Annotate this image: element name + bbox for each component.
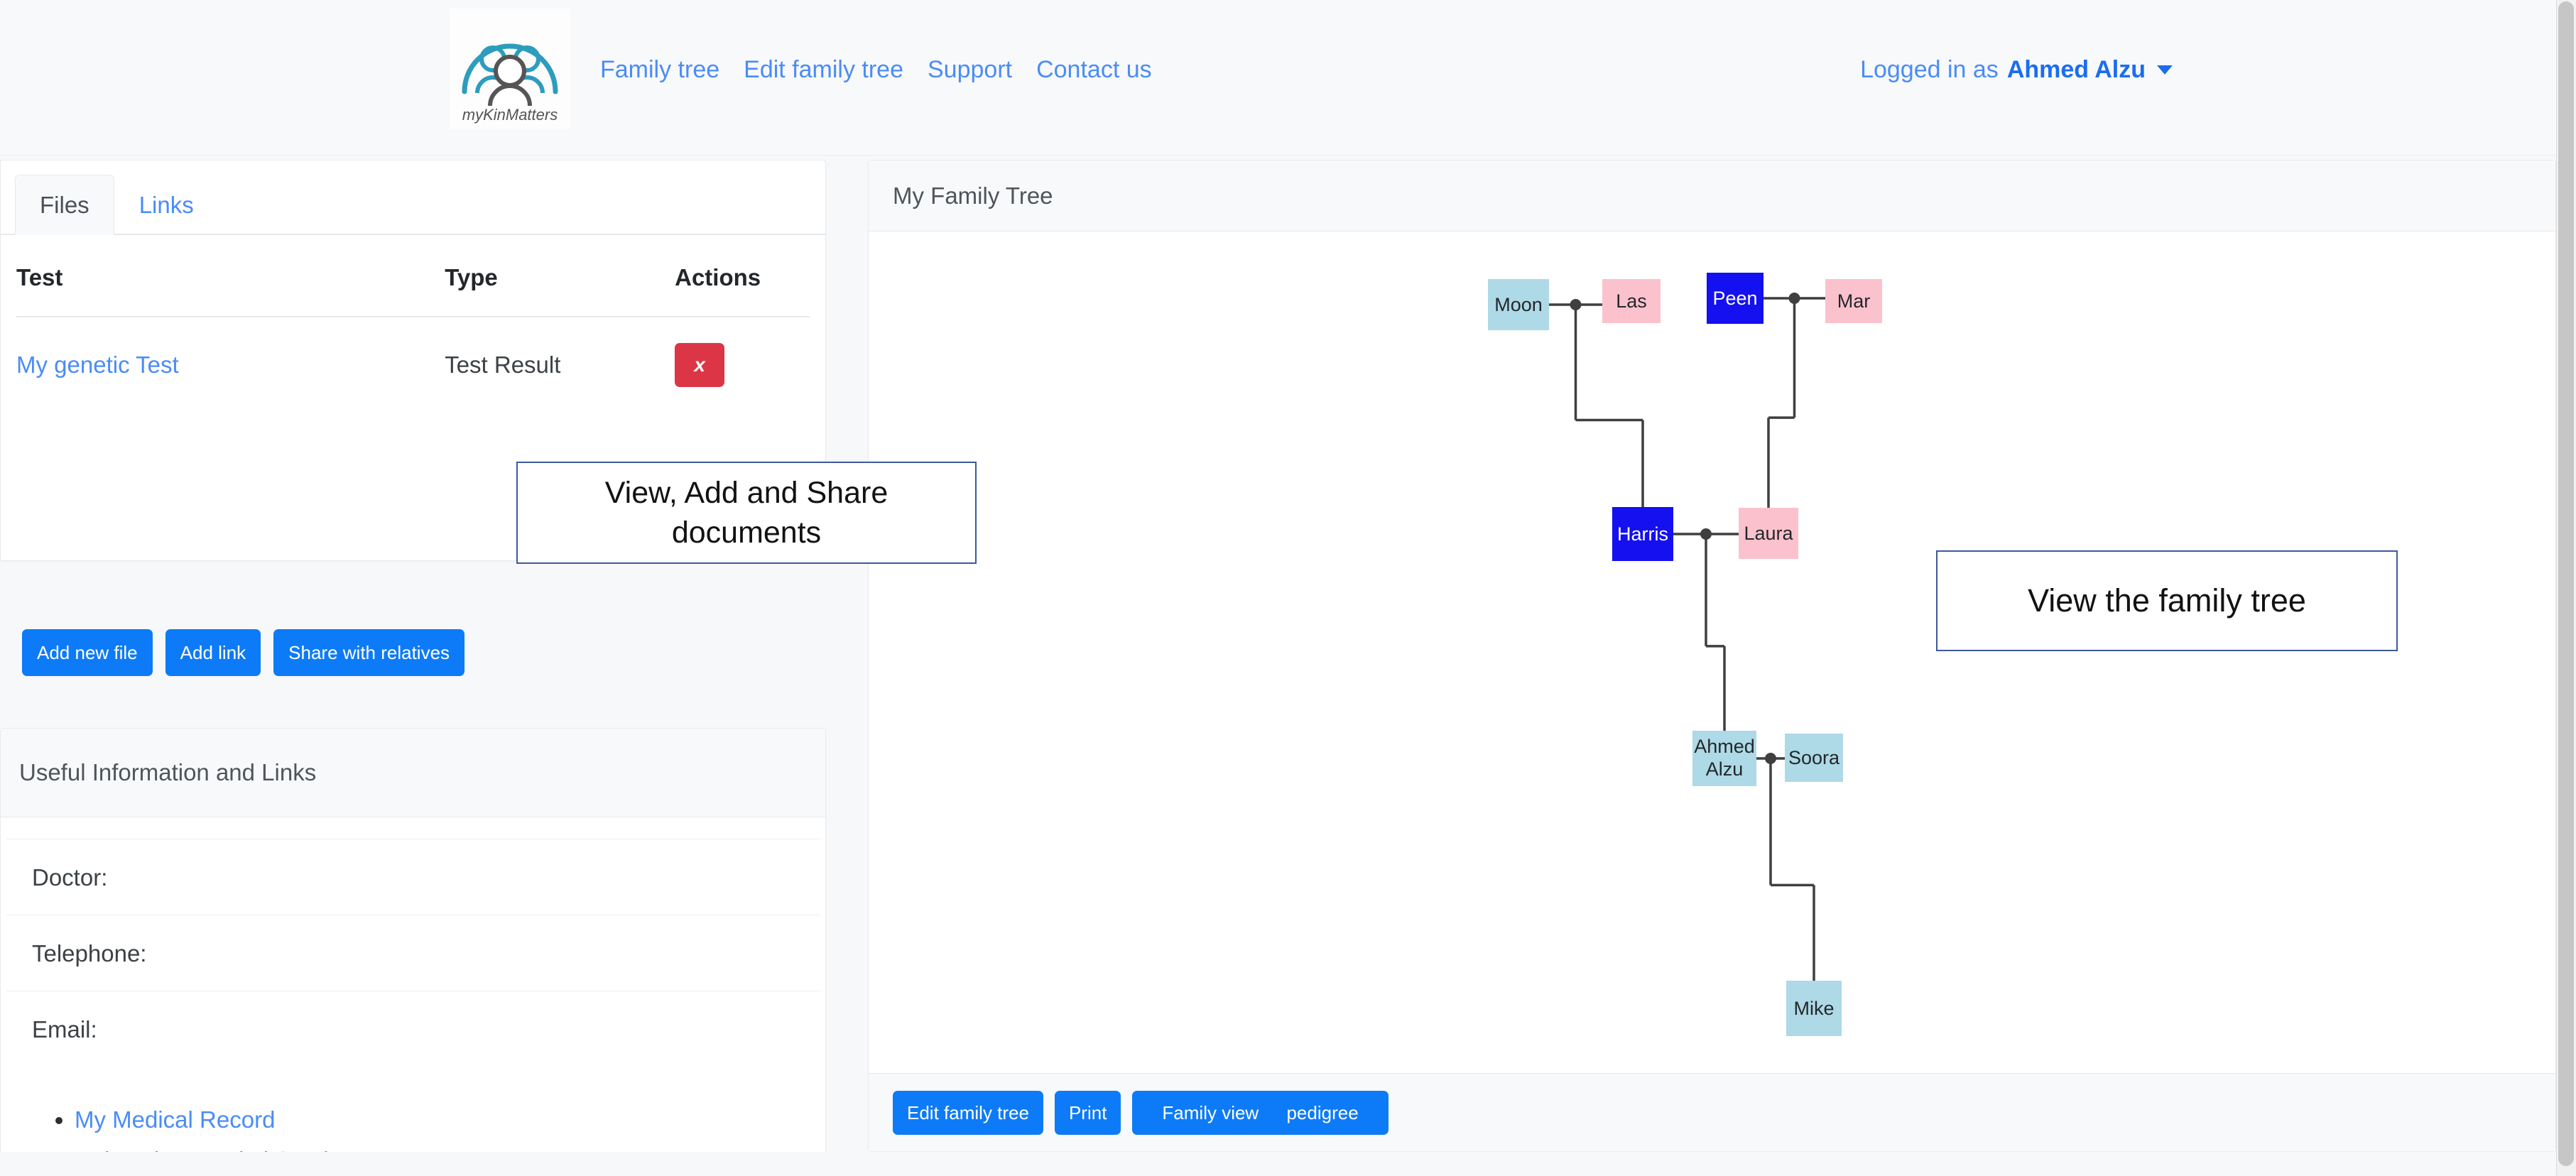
logged-in-label: Logged in as bbox=[1860, 56, 1999, 83]
table-row: My genetic Test Test Result x bbox=[16, 317, 810, 401]
tree-node-mike[interactable]: Mike bbox=[1786, 981, 1842, 1036]
field-telephone: Telephone: bbox=[6, 915, 820, 991]
tab-files[interactable]: Files bbox=[15, 175, 114, 235]
field-email: Email: bbox=[6, 991, 820, 1067]
add-new-file-button[interactable]: Add new file bbox=[22, 629, 153, 676]
tree-node-label: Las bbox=[1616, 290, 1647, 312]
view-mode-pedigree-label: pedigree bbox=[1286, 1101, 1359, 1123]
useful-information-body: Doctor: Telephone: Email: My Medical Rec… bbox=[1, 817, 825, 1176]
tree-node-mar[interactable]: Mar bbox=[1825, 279, 1882, 323]
field-doctor: Doctor: bbox=[6, 839, 820, 915]
tree-node-label: Mike bbox=[1793, 998, 1834, 1019]
delete-file-button[interactable]: x bbox=[675, 343, 725, 387]
useful-information-title: Useful Information and Links bbox=[1, 729, 825, 817]
files-table-header-row: Test Type Actions bbox=[16, 235, 810, 317]
brand-logo[interactable]: myKinMatters bbox=[450, 9, 570, 129]
account-menu[interactable]: Logged in as Ahmed Alzu bbox=[1860, 55, 2173, 84]
tree-node-las[interactable]: Las bbox=[1602, 279, 1661, 323]
family-tree-title: My Family Tree bbox=[869, 160, 2555, 232]
column-header-type: Type bbox=[445, 235, 675, 317]
tab-links[interactable]: Links bbox=[138, 192, 194, 218]
callout-documents: View, Add and Share documents bbox=[516, 462, 977, 564]
tree-node-peen[interactable]: Peen bbox=[1707, 273, 1763, 324]
files-action-buttons: Add new file Add link Share with relativ… bbox=[22, 629, 465, 676]
tree-node-box bbox=[1785, 734, 1843, 782]
column-header-actions: Actions bbox=[675, 235, 810, 317]
nav-item-edit-family-tree[interactable]: Edit family tree bbox=[744, 56, 903, 83]
view-mode-family-label: Family view bbox=[1162, 1101, 1259, 1123]
tree-node-soora[interactable]: Soora bbox=[1785, 734, 1843, 782]
nav-item-family-tree[interactable]: Family tree bbox=[600, 56, 720, 83]
top-navbar: myKinMatters Family tree Edit family tre… bbox=[0, 0, 2556, 156]
file-type-cell: Test Result bbox=[445, 352, 561, 378]
page-bottom-strip bbox=[0, 1152, 2556, 1176]
scrollbar-thumb[interactable] bbox=[2558, 1, 2574, 1166]
tree-node-laura[interactable]: Laura bbox=[1739, 508, 1798, 559]
tree-node-label: Moon bbox=[1494, 294, 1543, 315]
tree-node-box bbox=[1825, 279, 1882, 323]
files-table: Test Type Actions My genetic Test Test R… bbox=[16, 235, 810, 401]
tree-node-box bbox=[1739, 508, 1798, 559]
tree-node-label: Soora bbox=[1788, 747, 1840, 768]
tree-node-moon[interactable]: Moon bbox=[1488, 279, 1549, 330]
tree-node-box bbox=[1612, 507, 1673, 561]
files-tabs: Files Links bbox=[1, 160, 825, 235]
tree-node-box bbox=[1692, 731, 1756, 786]
link-my-medical-record[interactable]: My Medical Record bbox=[75, 1099, 825, 1140]
tree-node-label: Peen bbox=[1712, 288, 1757, 309]
add-link-button[interactable]: Add link bbox=[165, 629, 261, 676]
edit-family-tree-button[interactable]: Edit family tree bbox=[893, 1090, 1043, 1135]
useful-information-panel: Useful Information and Links Doctor: Tel… bbox=[0, 728, 826, 1176]
family-tree-toolbar: Edit family tree Print Family view pedig… bbox=[869, 1073, 2555, 1151]
tree-node-box bbox=[1602, 279, 1661, 323]
view-mode-button[interactable]: Family view pedigree bbox=[1132, 1090, 1388, 1135]
nav-links: Family tree Edit family tree Support Con… bbox=[600, 55, 1164, 84]
file-name-text: My genetic Test bbox=[16, 352, 179, 378]
tree-node-label: Laura bbox=[1744, 523, 1793, 544]
tree-node-label: Mar bbox=[1837, 290, 1871, 312]
callout-family-tree: View the family tree bbox=[1936, 550, 2398, 651]
family-group-icon: myKinMatters bbox=[462, 43, 558, 124]
tree-node-box bbox=[1488, 279, 1549, 330]
tree-node-box bbox=[1786, 981, 1842, 1036]
chevron-down-icon bbox=[2157, 65, 2173, 75]
tree-node-label: Harris bbox=[1617, 523, 1668, 545]
column-header-test: Test bbox=[16, 235, 445, 317]
tree-node-label: Alzu bbox=[1706, 758, 1744, 780]
brand-wordmark: myKinMatters bbox=[462, 106, 558, 124]
file-actions-cell: x bbox=[675, 317, 810, 401]
print-button[interactable]: Print bbox=[1054, 1090, 1121, 1135]
tree-node-label: Ahmed bbox=[1694, 736, 1755, 757]
share-with-relatives-button[interactable]: Share with relatives bbox=[273, 629, 465, 676]
tree-node-harris[interactable]: Harris bbox=[1612, 507, 1673, 561]
nav-item-contact-us[interactable]: Contact us bbox=[1036, 56, 1152, 83]
file-name-link[interactable]: My genetic Test bbox=[16, 317, 445, 401]
nav-item-support[interactable]: Support bbox=[928, 56, 1013, 83]
page-scrollbar[interactable] bbox=[2556, 0, 2576, 1176]
account-user-name: Ahmed Alzu bbox=[2006, 56, 2146, 83]
tree-node-box bbox=[1707, 273, 1763, 324]
